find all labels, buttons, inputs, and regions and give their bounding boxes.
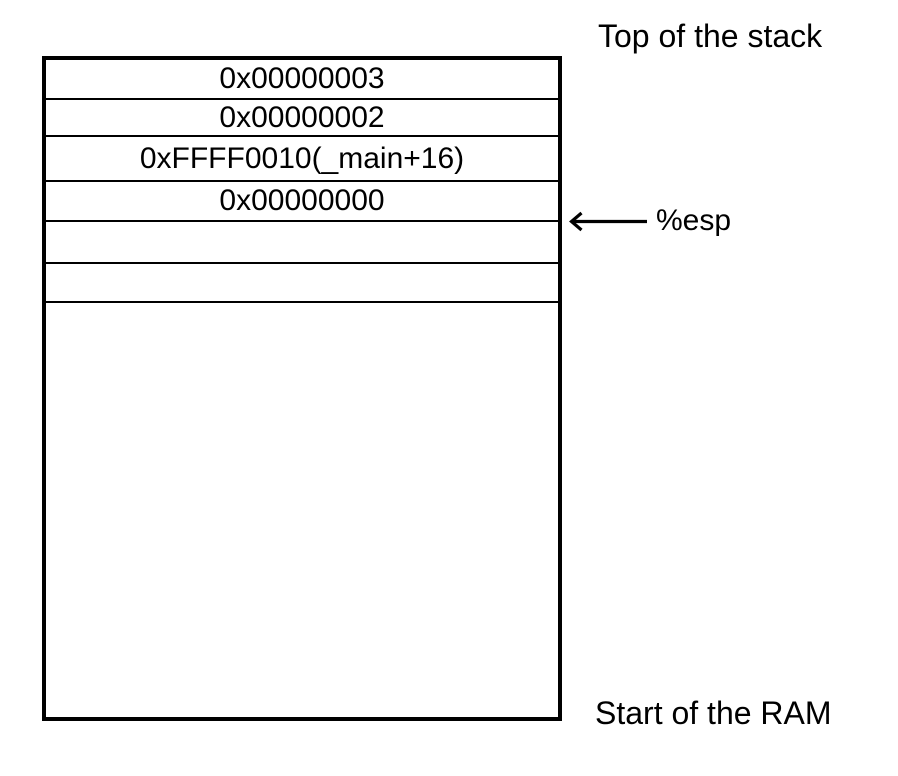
start-of-ram-label: Start of the RAM	[595, 695, 832, 731]
stack-box: 0x00000003 0x00000002 0xFFFF0010(_main+1…	[42, 56, 562, 721]
stack-empty-region	[46, 303, 558, 717]
stack-cell-0: 0x00000003	[46, 60, 558, 100]
stack-cell-1: 0x00000002	[46, 100, 558, 137]
esp-register-label: %esp	[656, 204, 732, 237]
stack-cell-2-value: 0xFFFF0010(_main+16)	[139, 141, 465, 175]
stack-cell-3: 0x00000000	[46, 182, 558, 222]
top-of-stack-label: Top of the stack	[598, 18, 823, 54]
stack-cell-4-empty	[46, 222, 558, 264]
stack-cell-0-value: 0x00000003	[219, 62, 385, 95]
stack-cell-5-empty	[46, 264, 558, 303]
esp-arrow-icon	[569, 211, 647, 232]
stack-cell-1-value: 0x00000002	[219, 100, 385, 134]
stack-cell-3-value: 0x00000000	[219, 184, 385, 217]
stack-cell-2: 0xFFFF0010(_main+16)	[46, 137, 558, 182]
